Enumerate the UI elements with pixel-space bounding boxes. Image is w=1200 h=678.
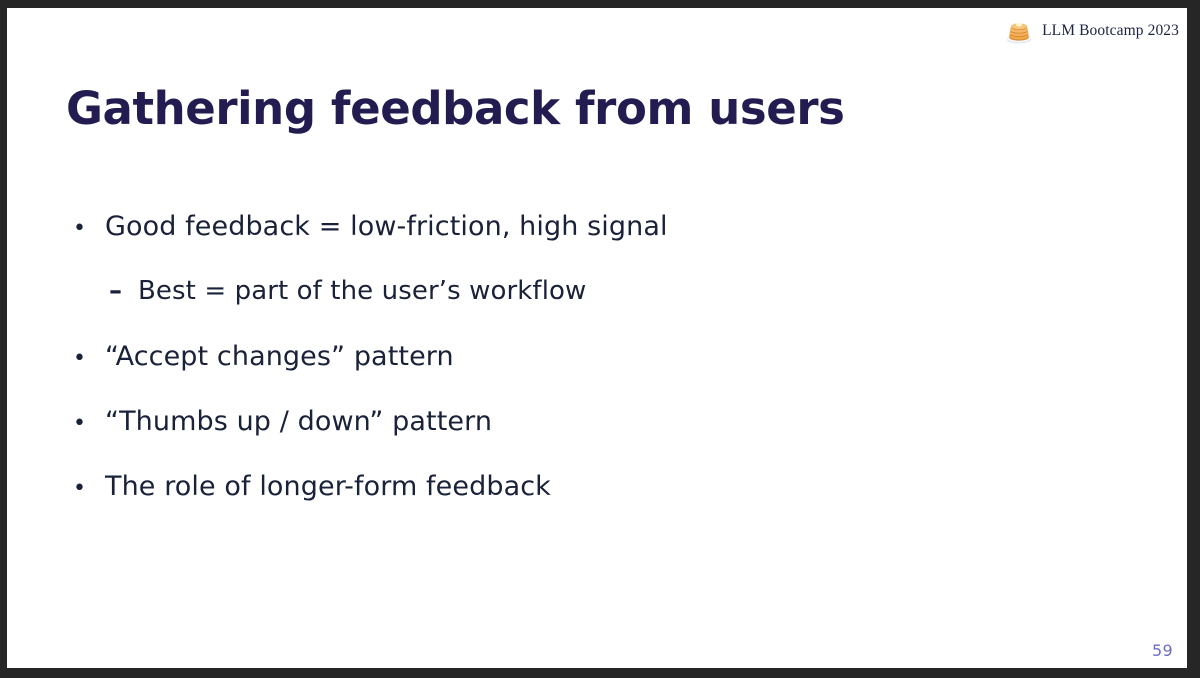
- dash-marker-icon: –: [109, 276, 122, 306]
- bullet-marker-icon: •: [73, 476, 86, 501]
- list-item: • “Accept changes” pattern: [73, 341, 1073, 406]
- page-number: 59: [1152, 641, 1173, 660]
- list-item-label: Best = part of the user’s workflow: [138, 276, 587, 306]
- list-item-label: “Thumbs up / down” pattern: [105, 406, 493, 437]
- brand-text: LLM Bootcamp 2023: [1042, 22, 1179, 40]
- page-title: Gathering feedback from users: [66, 82, 845, 136]
- list-item-label: Good feedback = low-friction, high signa…: [105, 211, 668, 242]
- bullet-marker-icon: •: [73, 346, 86, 371]
- list-item: • The role of longer-form feedback: [73, 471, 1073, 536]
- list-item: – Best = part of the user’s workflow: [73, 276, 1073, 341]
- bullet-list: • Good feedback = low-friction, high sig…: [73, 211, 1073, 536]
- list-item-label: “Accept changes” pattern: [105, 341, 454, 372]
- list-item: • Good feedback = low-friction, high sig…: [73, 211, 1073, 276]
- bullet-marker-icon: •: [73, 216, 86, 241]
- slide-canvas: LLM Bootcamp 2023 Gathering feedback fro…: [7, 8, 1187, 668]
- bullet-marker-icon: •: [73, 411, 86, 436]
- pancakes-icon: [1006, 23, 1032, 44]
- list-item: • “Thumbs up / down” pattern: [73, 406, 1073, 471]
- brand-lockup: LLM Bootcamp 2023: [1004, 16, 1179, 46]
- list-item-label: The role of longer-form feedback: [105, 471, 551, 502]
